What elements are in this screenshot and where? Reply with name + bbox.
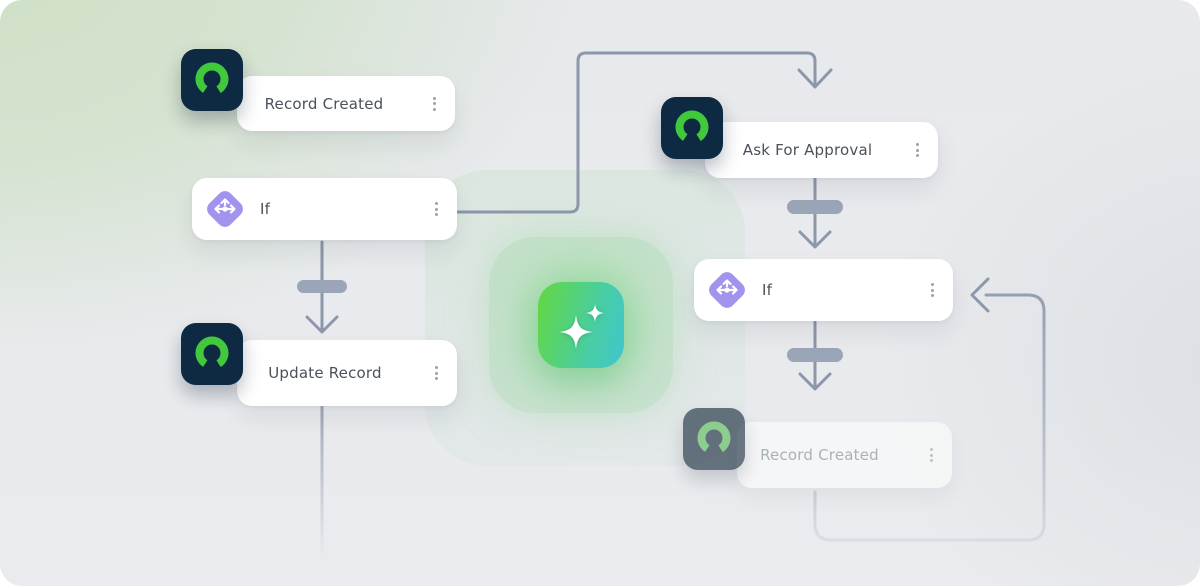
- record-app-glyph: [195, 62, 229, 96]
- branch-icon: [202, 186, 248, 232]
- kebab-menu-icon[interactable]: [429, 363, 443, 383]
- record-app-glyph: [195, 336, 229, 370]
- arrowhead-down-update: [305, 315, 339, 334]
- connector-loopback: [813, 293, 1046, 542]
- node-label: Record Created: [264, 94, 384, 113]
- kebab-menu-icon[interactable]: [925, 280, 939, 300]
- arrowhead-left-if-right: [970, 277, 990, 313]
- node-label: Update Record: [268, 364, 382, 382]
- record-app-icon[interactable]: [181, 49, 243, 111]
- arrowhead-down-record: [798, 372, 832, 391]
- sparkle-stars: [559, 304, 604, 349]
- connector-pill[interactable]: [297, 280, 347, 293]
- node-ask-for-approval[interactable]: Ask For Approval: [705, 122, 938, 178]
- node-label: Ask For Approval: [742, 141, 873, 159]
- node-update-record[interactable]: Update Record: [237, 340, 457, 406]
- arrowhead-down-if-right: [798, 230, 832, 249]
- node-record-created-bottom[interactable]: Record Created: [737, 422, 952, 488]
- node-record-created-top[interactable]: Record Created: [237, 76, 455, 131]
- node-if-right[interactable]: If: [694, 259, 953, 321]
- kebab-menu-icon[interactable]: [910, 140, 924, 160]
- arrowhead-down-approval: [797, 68, 833, 89]
- record-app-glyph: [697, 421, 731, 455]
- node-label: Record Created: [760, 446, 879, 464]
- node-label: If: [762, 281, 773, 299]
- branch-icon: [704, 267, 750, 313]
- kebab-menu-icon[interactable]: [427, 94, 441, 114]
- connector-pill[interactable]: [787, 348, 843, 362]
- record-app-icon[interactable]: [683, 408, 745, 470]
- record-app-icon[interactable]: [181, 323, 243, 385]
- record-app-icon[interactable]: [661, 97, 723, 159]
- connector-pill[interactable]: [787, 200, 843, 214]
- node-label: If: [260, 200, 271, 218]
- kebab-menu-icon[interactable]: [924, 445, 938, 465]
- kebab-menu-icon[interactable]: [429, 199, 443, 219]
- record-app-glyph: [675, 110, 709, 144]
- node-if-left[interactable]: If: [192, 178, 457, 240]
- sparkle-ai-icon[interactable]: [538, 282, 624, 368]
